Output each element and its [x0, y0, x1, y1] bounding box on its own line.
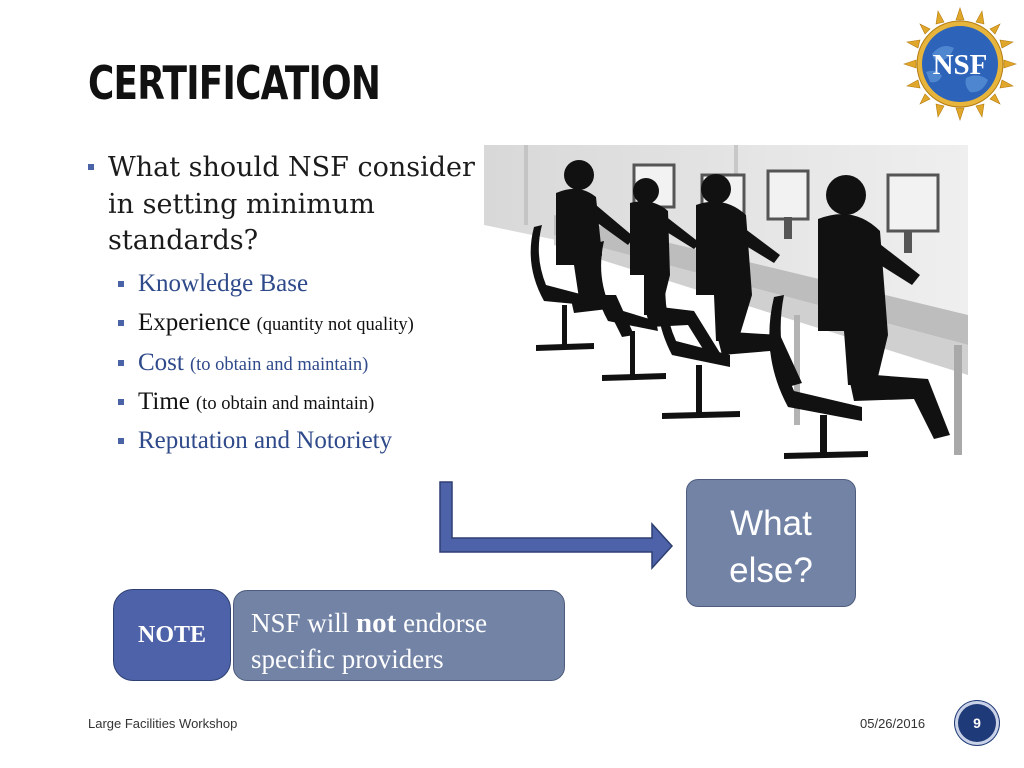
- note-badge: NOTE: [113, 589, 231, 681]
- main-question: What should NSF consider in setting mini…: [108, 152, 475, 256]
- item-label: Experience: [138, 309, 251, 337]
- square-bullet-icon: [118, 281, 124, 287]
- square-bullet-icon: [118, 438, 124, 445]
- square-bullet-icon: [118, 320, 124, 327]
- note-text-line2: specific providers: [251, 644, 444, 674]
- elbow-arrow-right-icon: [439, 481, 674, 570]
- footer-date: 05/26/2016: [860, 716, 926, 731]
- slide-title: CERTIFICATION: [88, 56, 381, 110]
- nsf-logo-icon: NSF: [903, 7, 1017, 121]
- svg-text:NSF: NSF: [933, 49, 988, 81]
- square-bullet-icon: [88, 164, 94, 170]
- note-text-before: NSF will: [251, 608, 350, 638]
- page-number-badge: 9: [955, 701, 999, 745]
- item-detail: (to obtain and maintain): [189, 354, 369, 375]
- what-else-box: What else?: [686, 479, 856, 607]
- what-else-line1: What: [730, 504, 812, 543]
- square-bullet-icon: [118, 398, 124, 405]
- item-label: Reputation and Notoriety: [138, 427, 393, 455]
- note-text-bold: not: [356, 607, 397, 639]
- note-text-after: endorse: [403, 608, 488, 638]
- list-item: Time (to obtain and maintain): [118, 382, 498, 421]
- item-label: Cost: [138, 348, 184, 376]
- list-item: Knowledge Base: [118, 264, 498, 303]
- item-label: Knowledge Base: [138, 270, 309, 297]
- list-item: Reputation and Notoriety: [118, 421, 498, 460]
- list-item: Experience (quantity not quality): [118, 303, 498, 342]
- criteria-list: Knowledge Base Experience (quantity not …: [118, 264, 498, 460]
- item-detail: (to obtain and maintain): [196, 393, 375, 414]
- item-detail: (quantity not quality): [256, 315, 414, 336]
- square-bullet-icon: [118, 359, 124, 366]
- computer-lab-silhouette-image: [484, 145, 968, 467]
- what-else-line2: else?: [729, 551, 813, 590]
- item-label: Time: [138, 387, 190, 415]
- note-box: NSF will not endorse specific providers: [233, 590, 565, 681]
- footer-event-name: Large Facilities Workshop: [88, 716, 238, 731]
- list-item: Cost (to obtain and maintain): [118, 343, 498, 382]
